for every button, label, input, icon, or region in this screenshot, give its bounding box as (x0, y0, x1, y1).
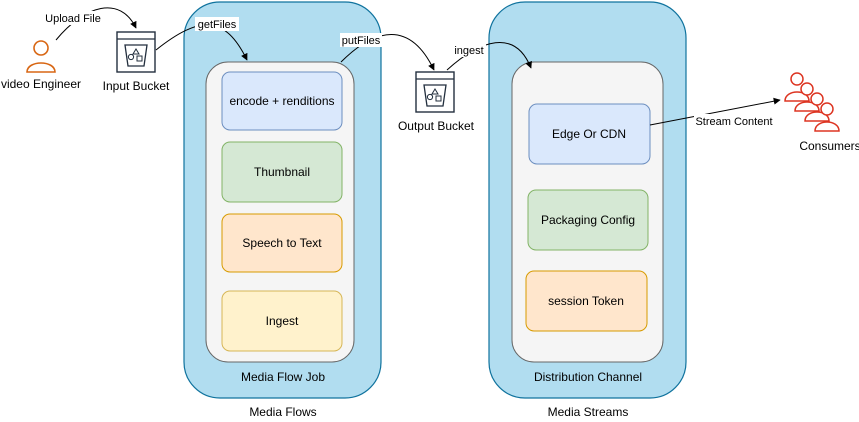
stream-content-arrow (649, 97, 781, 126)
box-ingest[interactable] (221, 290, 343, 352)
media-flow-job-label: Media Flow Job (241, 370, 325, 384)
ingest-label: ingest (454, 45, 483, 57)
consumers[interactable]: Consumers (784, 72, 859, 153)
put-files-label-bg (340, 33, 382, 47)
user-icon (26, 40, 56, 73)
media-streams-label: Media Streams (548, 405, 629, 419)
box-edge-or-cdn-label: Edge Or CDN (552, 127, 626, 141)
get-files-label: getFiles (198, 19, 237, 31)
box-speech-to-text[interactable] (221, 213, 343, 273)
upload-file-arrow (55, 7, 137, 41)
stream-content-label: Stream Content (695, 116, 772, 128)
video-engineer[interactable]: video Engineer (1, 40, 81, 91)
box-session-token[interactable] (525, 270, 648, 332)
ingest-arrow (446, 42, 532, 71)
put-files-label: putFiles (342, 35, 381, 47)
bucket-icon (116, 31, 156, 73)
box-packaging-config[interactable] (527, 189, 649, 251)
stream-content-label-bg (694, 114, 774, 128)
box-edge-or-cdn[interactable] (528, 103, 651, 165)
video-engineer-label: video Engineer (1, 77, 81, 91)
edge-labels: Upload File getFiles putFiles ingest Str… (43, 11, 774, 128)
box-thumbnail[interactable] (221, 141, 343, 203)
media-flows-group: Media Flow Job Media Flows encode + rend… (183, 1, 382, 419)
distribution-channel-label: Distribution Channel (534, 370, 642, 384)
box-packaging-config-label: Packaging Config (541, 213, 635, 227)
consumers-label: Consumers (799, 139, 859, 153)
box-encode-renditions[interactable] (221, 71, 343, 131)
media-flow-job-container (205, 61, 355, 363)
box-thumbnail-label: Thumbnail (254, 165, 310, 179)
input-bucket-label: Input Bucket (103, 79, 170, 93)
get-files-label-bg (195, 17, 239, 31)
output-bucket-label: Output Bucket (398, 119, 475, 133)
upload-file-label: Upload File (45, 13, 101, 25)
box-ingest-label: Ingest (266, 314, 299, 328)
input-bucket[interactable]: Input Bucket (103, 31, 170, 93)
media-flows-label: Media Flows (249, 405, 316, 419)
box-speech-to-text-label: Speech to Text (242, 236, 322, 250)
box-session-token-label: session Token (548, 294, 624, 308)
bucket-icon (415, 71, 455, 113)
upload-file-label-bg (43, 11, 103, 25)
box-encode-renditions-label: encode + renditions (229, 94, 334, 108)
media-streams-group: Distribution Channel Media Streams Edge … (488, 1, 687, 419)
output-bucket[interactable]: Output Bucket (398, 71, 475, 133)
users-icon (784, 72, 840, 132)
put-files-arrow (340, 34, 435, 71)
ingest-label-bg (452, 43, 486, 57)
